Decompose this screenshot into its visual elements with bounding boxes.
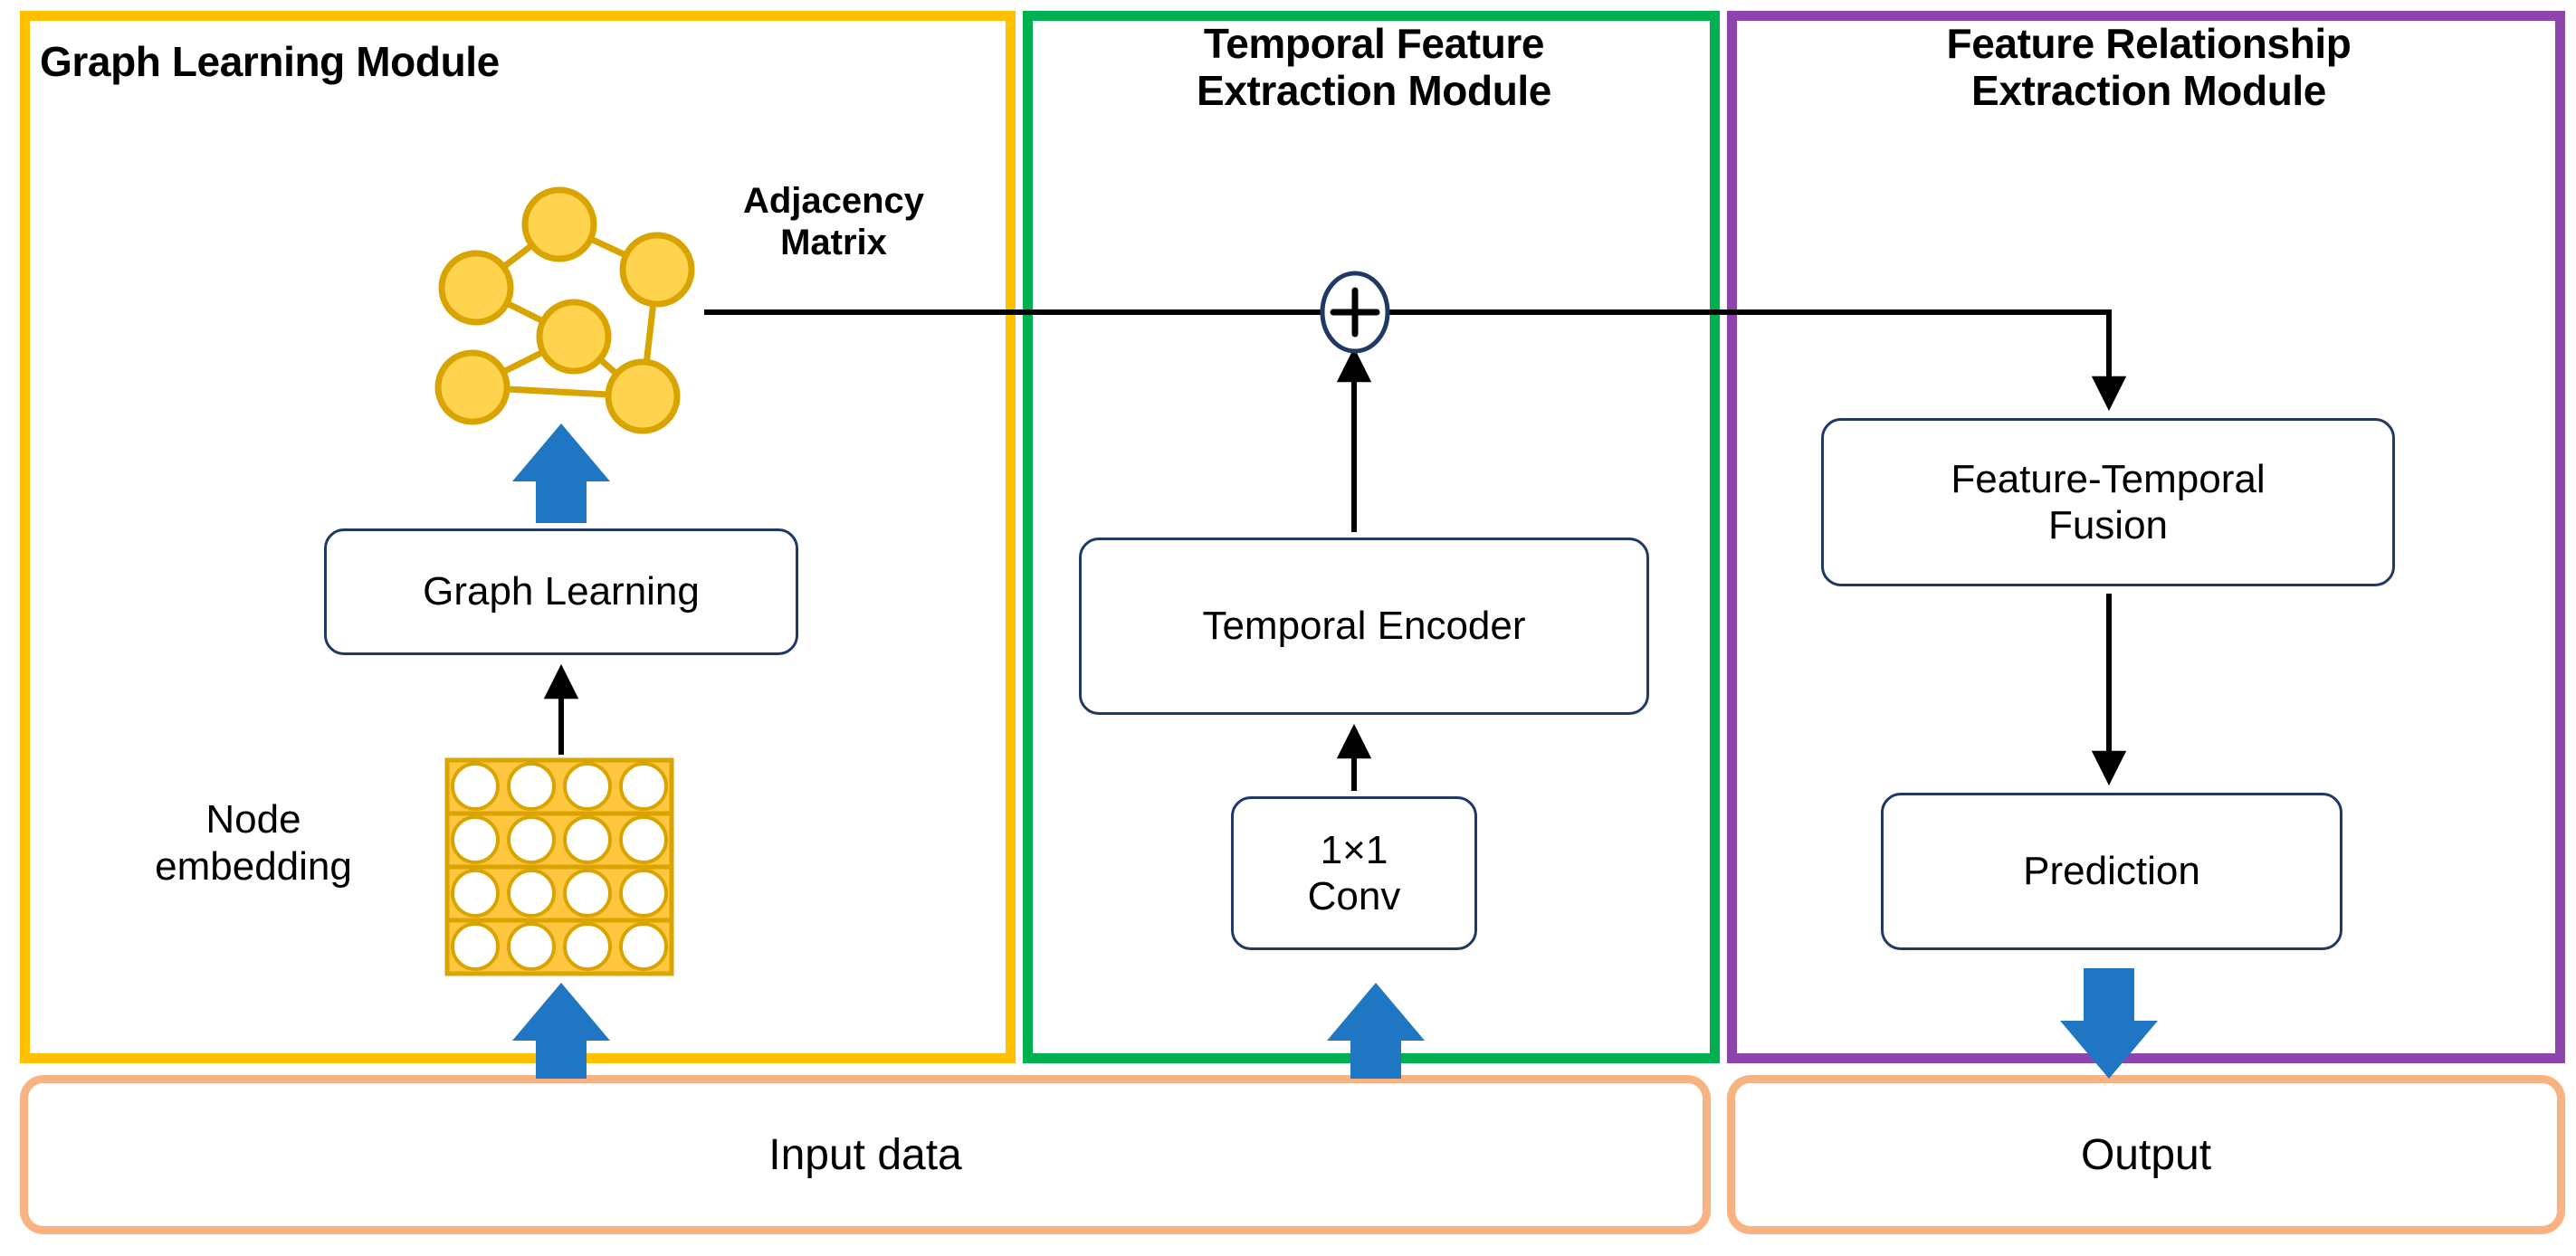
box-feature-temporal-fusion[interactable]: Feature-Temporal Fusion: [1821, 418, 2395, 586]
bar-output[interactable]: Output: [1727, 1075, 2565, 1234]
box-graph-learning[interactable]: Graph Learning: [324, 528, 798, 655]
label-adjacency-matrix: Adjacency Matrix: [742, 181, 925, 262]
box-1x1-conv[interactable]: 1×1 Conv: [1231, 796, 1477, 950]
label-node-embedding: Node embedding: [155, 797, 352, 889]
box-temporal-encoder[interactable]: Temporal Encoder: [1079, 538, 1649, 715]
box-prediction[interactable]: Prediction: [1881, 793, 2342, 950]
bar-input-data[interactable]: Input data: [20, 1075, 1711, 1234]
module-title-temporal-feature-extraction: Temporal Feature Extraction Module: [1197, 20, 1551, 115]
module-title-feature-relationship-extraction: Feature Relationship Extraction Module: [1946, 20, 2352, 115]
module-title-graph-learning: Graph Learning Module: [40, 38, 500, 85]
